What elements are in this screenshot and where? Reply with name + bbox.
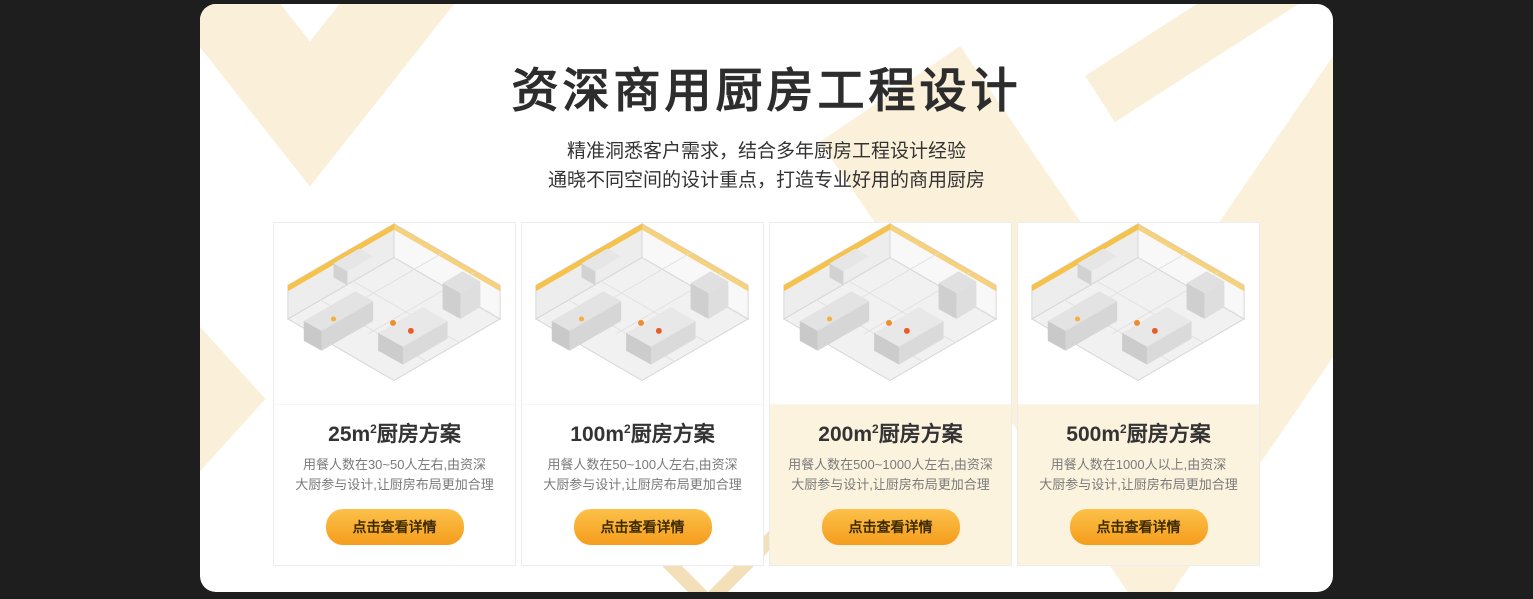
plan-card-body: 200m2厨房方案 用餐人数在500~1000人左右,由资深 大厨参与设计,让厨… [770, 404, 1011, 566]
plan-description-line2: 大厨参与设计,让厨房布局更加合理 [543, 477, 742, 493]
plan-description: 用餐人数在500~1000人左右,由资深 大厨参与设计,让厨房布局更加合理 [778, 455, 1003, 495]
plan-title-suffix: 厨房方案 [630, 422, 715, 446]
plan-area: 200m [818, 422, 873, 446]
superscript: 2 [624, 421, 631, 436]
section-subtitle: 精准洞悉客户需求，结合多年厨房工程设计经验 通晓不同空间的设计重点，打造专业好用… [200, 137, 1333, 196]
view-details-button[interactable]: 点击查看详情 [1069, 509, 1208, 546]
plan-title: 25m2厨房方案 [282, 418, 507, 448]
plan-area: 25m [328, 422, 371, 446]
kitchen-render-500m2 [1018, 222, 1259, 405]
plan-card-body: 100m2厨房方案 用餐人数在50~100人左右,由资深 大厨参与设计,让厨房布… [522, 405, 763, 565]
plan-description: 用餐人数在30~50人左右,由资深 大厨参与设计,让厨房布局更加合理 [282, 455, 507, 495]
section-title: 资深商用厨房工程设计 [511, 64, 1022, 117]
plan-card-200m2: 200m2厨房方案 用餐人数在500~1000人左右,由资深 大厨参与设计,让厨… [769, 221, 1012, 567]
plan-area: 100m [570, 422, 625, 446]
plan-card-body: 25m2厨房方案 用餐人数在30~50人左右,由资深 大厨参与设计,让厨房布局更… [274, 405, 515, 565]
plan-description: 用餐人数在50~100人左右,由资深 大厨参与设计,让厨房布局更加合理 [530, 455, 755, 495]
view-details-button[interactable]: 点击查看详情 [821, 509, 960, 546]
plan-description-line1: 用餐人数在30~50人左右,由资深 [302, 456, 487, 472]
content-panel: 资深商用厨房工程设计 精准洞悉客户需求，结合多年厨房工程设计经验 通晓不同空间的… [200, 4, 1333, 592]
plan-card-100m2: 100m2厨房方案 用餐人数在50~100人左右,由资深 大厨参与设计,让厨房布… [521, 221, 764, 567]
plan-card-500m2: 500m2厨房方案 用餐人数在1000人以上,由资深 大厨参与设计,让厨房布局更… [1017, 221, 1260, 567]
plan-title-suffix: 厨房方案 [878, 422, 963, 446]
plan-title: 200m2厨房方案 [778, 418, 1003, 448]
kitchen-isometric-image [274, 223, 515, 405]
view-details-button[interactable]: 点击查看详情 [573, 509, 712, 546]
plan-description-line1: 用餐人数在1000人以上,由资深 [1050, 456, 1227, 472]
kitchen-isometric-image [770, 223, 1011, 405]
kitchen-render-100m2 [522, 222, 763, 405]
section-subtitle-line2: 通晓不同空间的设计重点，打造专业好用的商用厨房 [547, 170, 985, 192]
plan-cards-row: 25m2厨房方案 用餐人数在30~50人左右,由资深 大厨参与设计,让厨房布局更… [200, 221, 1333, 567]
superscript: 2 [1120, 421, 1127, 436]
plan-description: 用餐人数在1000人以上,由资深 大厨参与设计,让厨房布局更加合理 [1026, 455, 1251, 495]
plan-area: 500m [1066, 422, 1121, 446]
plan-title-suffix: 厨房方案 [376, 422, 461, 446]
kitchen-render-25m2 [274, 222, 515, 405]
superscript: 2 [872, 421, 879, 436]
kitchen-render-200m2 [770, 222, 1011, 405]
kitchen-isometric-image [1018, 223, 1259, 405]
section-subtitle-line1: 精准洞悉客户需求，结合多年厨房工程设计经验 [566, 141, 966, 162]
plan-description-line1: 用餐人数在500~1000人左右,由资深 [788, 456, 993, 472]
plan-card-body: 500m2厨房方案 用餐人数在1000人以上,由资深 大厨参与设计,让厨房布局更… [1018, 404, 1259, 566]
plan-card-25m2: 25m2厨房方案 用餐人数在30~50人左右,由资深 大厨参与设计,让厨房布局更… [273, 221, 516, 567]
view-details-button[interactable]: 点击查看详情 [325, 509, 464, 546]
plan-title: 500m2厨房方案 [1026, 418, 1251, 448]
kitchen-isometric-image [522, 223, 763, 405]
plan-description-line2: 大厨参与设计,让厨房布局更加合理 [791, 477, 990, 493]
plan-description-line2: 大厨参与设计,让厨房布局更加合理 [1039, 477, 1238, 493]
plan-title-suffix: 厨房方案 [1126, 422, 1211, 446]
plan-description-line1: 用餐人数在50~100人左右,由资深 [547, 456, 738, 472]
superscript: 2 [370, 421, 377, 436]
plan-title: 100m2厨房方案 [530, 418, 755, 448]
section-content: 资深商用厨房工程设计 精准洞悉客户需求，结合多年厨房工程设计经验 通晓不同空间的… [200, 4, 1333, 567]
plan-description-line2: 大厨参与设计,让厨房布局更加合理 [295, 477, 494, 493]
